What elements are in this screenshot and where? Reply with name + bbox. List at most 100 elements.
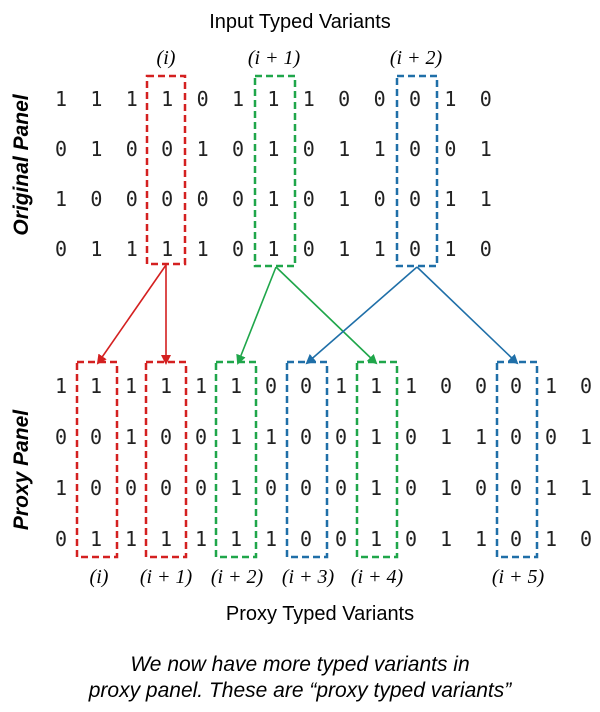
proxy-panel-cell: 1: [370, 527, 382, 551]
original-panel-cell: 1: [444, 187, 456, 211]
proxy-panel-cell: 1: [475, 527, 487, 551]
original-panel-cell: 1: [197, 137, 209, 161]
proxy-panel-cell: 0: [440, 374, 452, 398]
caption-line-2: proxy panel. These are “proxy typed vari…: [88, 679, 512, 702]
original-panel-cell: 1: [338, 187, 350, 211]
original-panel-cell: 0: [232, 187, 244, 211]
proxy-panel-cell: 0: [55, 425, 67, 449]
original-panel-cell: 0: [161, 137, 173, 161]
original-panel-cell: 0: [409, 187, 421, 211]
proxy-panel-cell: 0: [510, 425, 522, 449]
original-panel-cell: 1: [480, 137, 492, 161]
proxy-highlight-box-i-plus-3: [285, 360, 329, 559]
proxy-panel-cell: 0: [90, 425, 102, 449]
arrow-red-to-proxy-i: [96, 264, 167, 365]
proxy-panel-cell: 1: [580, 425, 592, 449]
original-panel-cell: 0: [126, 187, 138, 211]
proxy-panel-cell: 1: [55, 374, 67, 398]
original-panel-cell: 1: [444, 237, 456, 261]
original-label-i-plus-2: (i + 2): [390, 47, 443, 69]
proxy-panel-cell: 1: [580, 476, 592, 500]
original-panel-cell: 0: [55, 137, 67, 161]
proxy-panel-cell: 0: [265, 374, 277, 398]
proxy-panel-cell: 1: [475, 425, 487, 449]
proxy-panel-cell: 0: [90, 476, 102, 500]
original-panel-cell: 0: [90, 187, 102, 211]
proxy-panel-cell: 0: [405, 527, 417, 551]
proxy-panel-cell: 1: [160, 527, 172, 551]
original-panel-cell: 1: [161, 237, 173, 261]
proxy-panel-cell: 1: [230, 527, 242, 551]
proxy-label-i-plus-3: (i + 3): [282, 566, 335, 588]
original-panel-cell: 1: [55, 187, 67, 211]
original-panel-cell: 1: [338, 237, 350, 261]
original-panel-cell: 1: [374, 237, 386, 261]
original-panel-cell: 1: [197, 237, 209, 261]
original-panel-cell: 1: [303, 87, 315, 111]
original-panel-cell: 0: [55, 237, 67, 261]
original-panel-cell: 1: [267, 237, 279, 261]
proxy-panel-cell: 1: [440, 476, 452, 500]
original-panel-cell: 1: [267, 87, 279, 111]
proxy-panel-cell: 0: [405, 476, 417, 500]
original-panel-cell: 1: [55, 87, 67, 111]
original-panel-cell: 0: [409, 237, 421, 261]
proxy-panel-cell: 0: [510, 476, 522, 500]
proxy-panel-cell: 0: [300, 476, 312, 500]
proxy-label-i-plus-5: (i + 5): [492, 566, 545, 588]
original-highlight-box-i-plus-2: [395, 74, 439, 268]
original-panel-cell: 1: [126, 237, 138, 261]
proxy-label-i: (i): [90, 566, 109, 588]
proxy-panel-cell: 1: [125, 425, 137, 449]
proxy-panel-cell: 0: [125, 476, 137, 500]
proxy-panel-cell: 0: [335, 476, 347, 500]
original-panel-cell: 0: [409, 87, 421, 111]
arrow-green-to-proxy-i-plus-2: [236, 266, 277, 365]
proxy-panel-cell: 1: [265, 527, 277, 551]
proxy-highlight-box-i-plus-2: [214, 360, 258, 559]
proxy-panel-cell: 1: [370, 425, 382, 449]
proxy-panel-cell: 1: [90, 374, 102, 398]
proxy-panel-cell: 0: [160, 476, 172, 500]
caption: We now have more typed variants in proxy…: [0, 652, 600, 704]
proxy-label-i-plus-4: (i + 4): [351, 566, 404, 588]
original-panel-cell: 1: [161, 87, 173, 111]
original-label-i: (i): [157, 47, 176, 69]
arrow-blue-to-proxy-i-plus-3: [305, 266, 418, 365]
proxy-panel-label: Proxy Panel: [10, 409, 33, 530]
proxy-panel-cell: 1: [440, 527, 452, 551]
original-panel-cell: 0: [374, 187, 386, 211]
original-panel-cell: 0: [303, 187, 315, 211]
proxy-panel-cell: 0: [580, 527, 592, 551]
proxy-typed-variants-title: Proxy Typed Variants: [226, 603, 414, 625]
proxy-label-i-plus-2: (i + 2): [211, 566, 264, 588]
proxy-panel-cell: 0: [55, 527, 67, 551]
proxy-panel-cell: 0: [545, 425, 557, 449]
proxy-panel-cell: 0: [580, 374, 592, 398]
original-panel-cell: 1: [374, 137, 386, 161]
proxy-panel-cell: 1: [545, 527, 557, 551]
original-panel-cell: 0: [197, 187, 209, 211]
proxy-panel-cell: 0: [405, 425, 417, 449]
original-panel-cell: 1: [90, 137, 102, 161]
original-panel-label: Original Panel: [10, 93, 33, 235]
input-typed-variants-title: Input Typed Variants: [209, 11, 391, 33]
proxy-panel-cell: 1: [545, 476, 557, 500]
original-panel-cell: 1: [338, 137, 350, 161]
proxy-panel-cell: 1: [125, 527, 137, 551]
original-panel-cell: 0: [303, 137, 315, 161]
proxy-panel-cell: 0: [510, 374, 522, 398]
original-panel-cell: 1: [267, 137, 279, 161]
original-panel-cell: 0: [338, 87, 350, 111]
proxy-panel-cell: 1: [335, 374, 347, 398]
original-panel-cell: 1: [267, 187, 279, 211]
caption-line-1: We now have more typed variants in: [130, 653, 470, 676]
proxy-panel-cell: 1: [160, 374, 172, 398]
proxy-panel-cell: 1: [370, 476, 382, 500]
proxy-panel-cell: 0: [160, 425, 172, 449]
original-panel-cell: 1: [480, 187, 492, 211]
proxy-panel-cell: 1: [230, 374, 242, 398]
proxy-panel-cell: 0: [195, 425, 207, 449]
